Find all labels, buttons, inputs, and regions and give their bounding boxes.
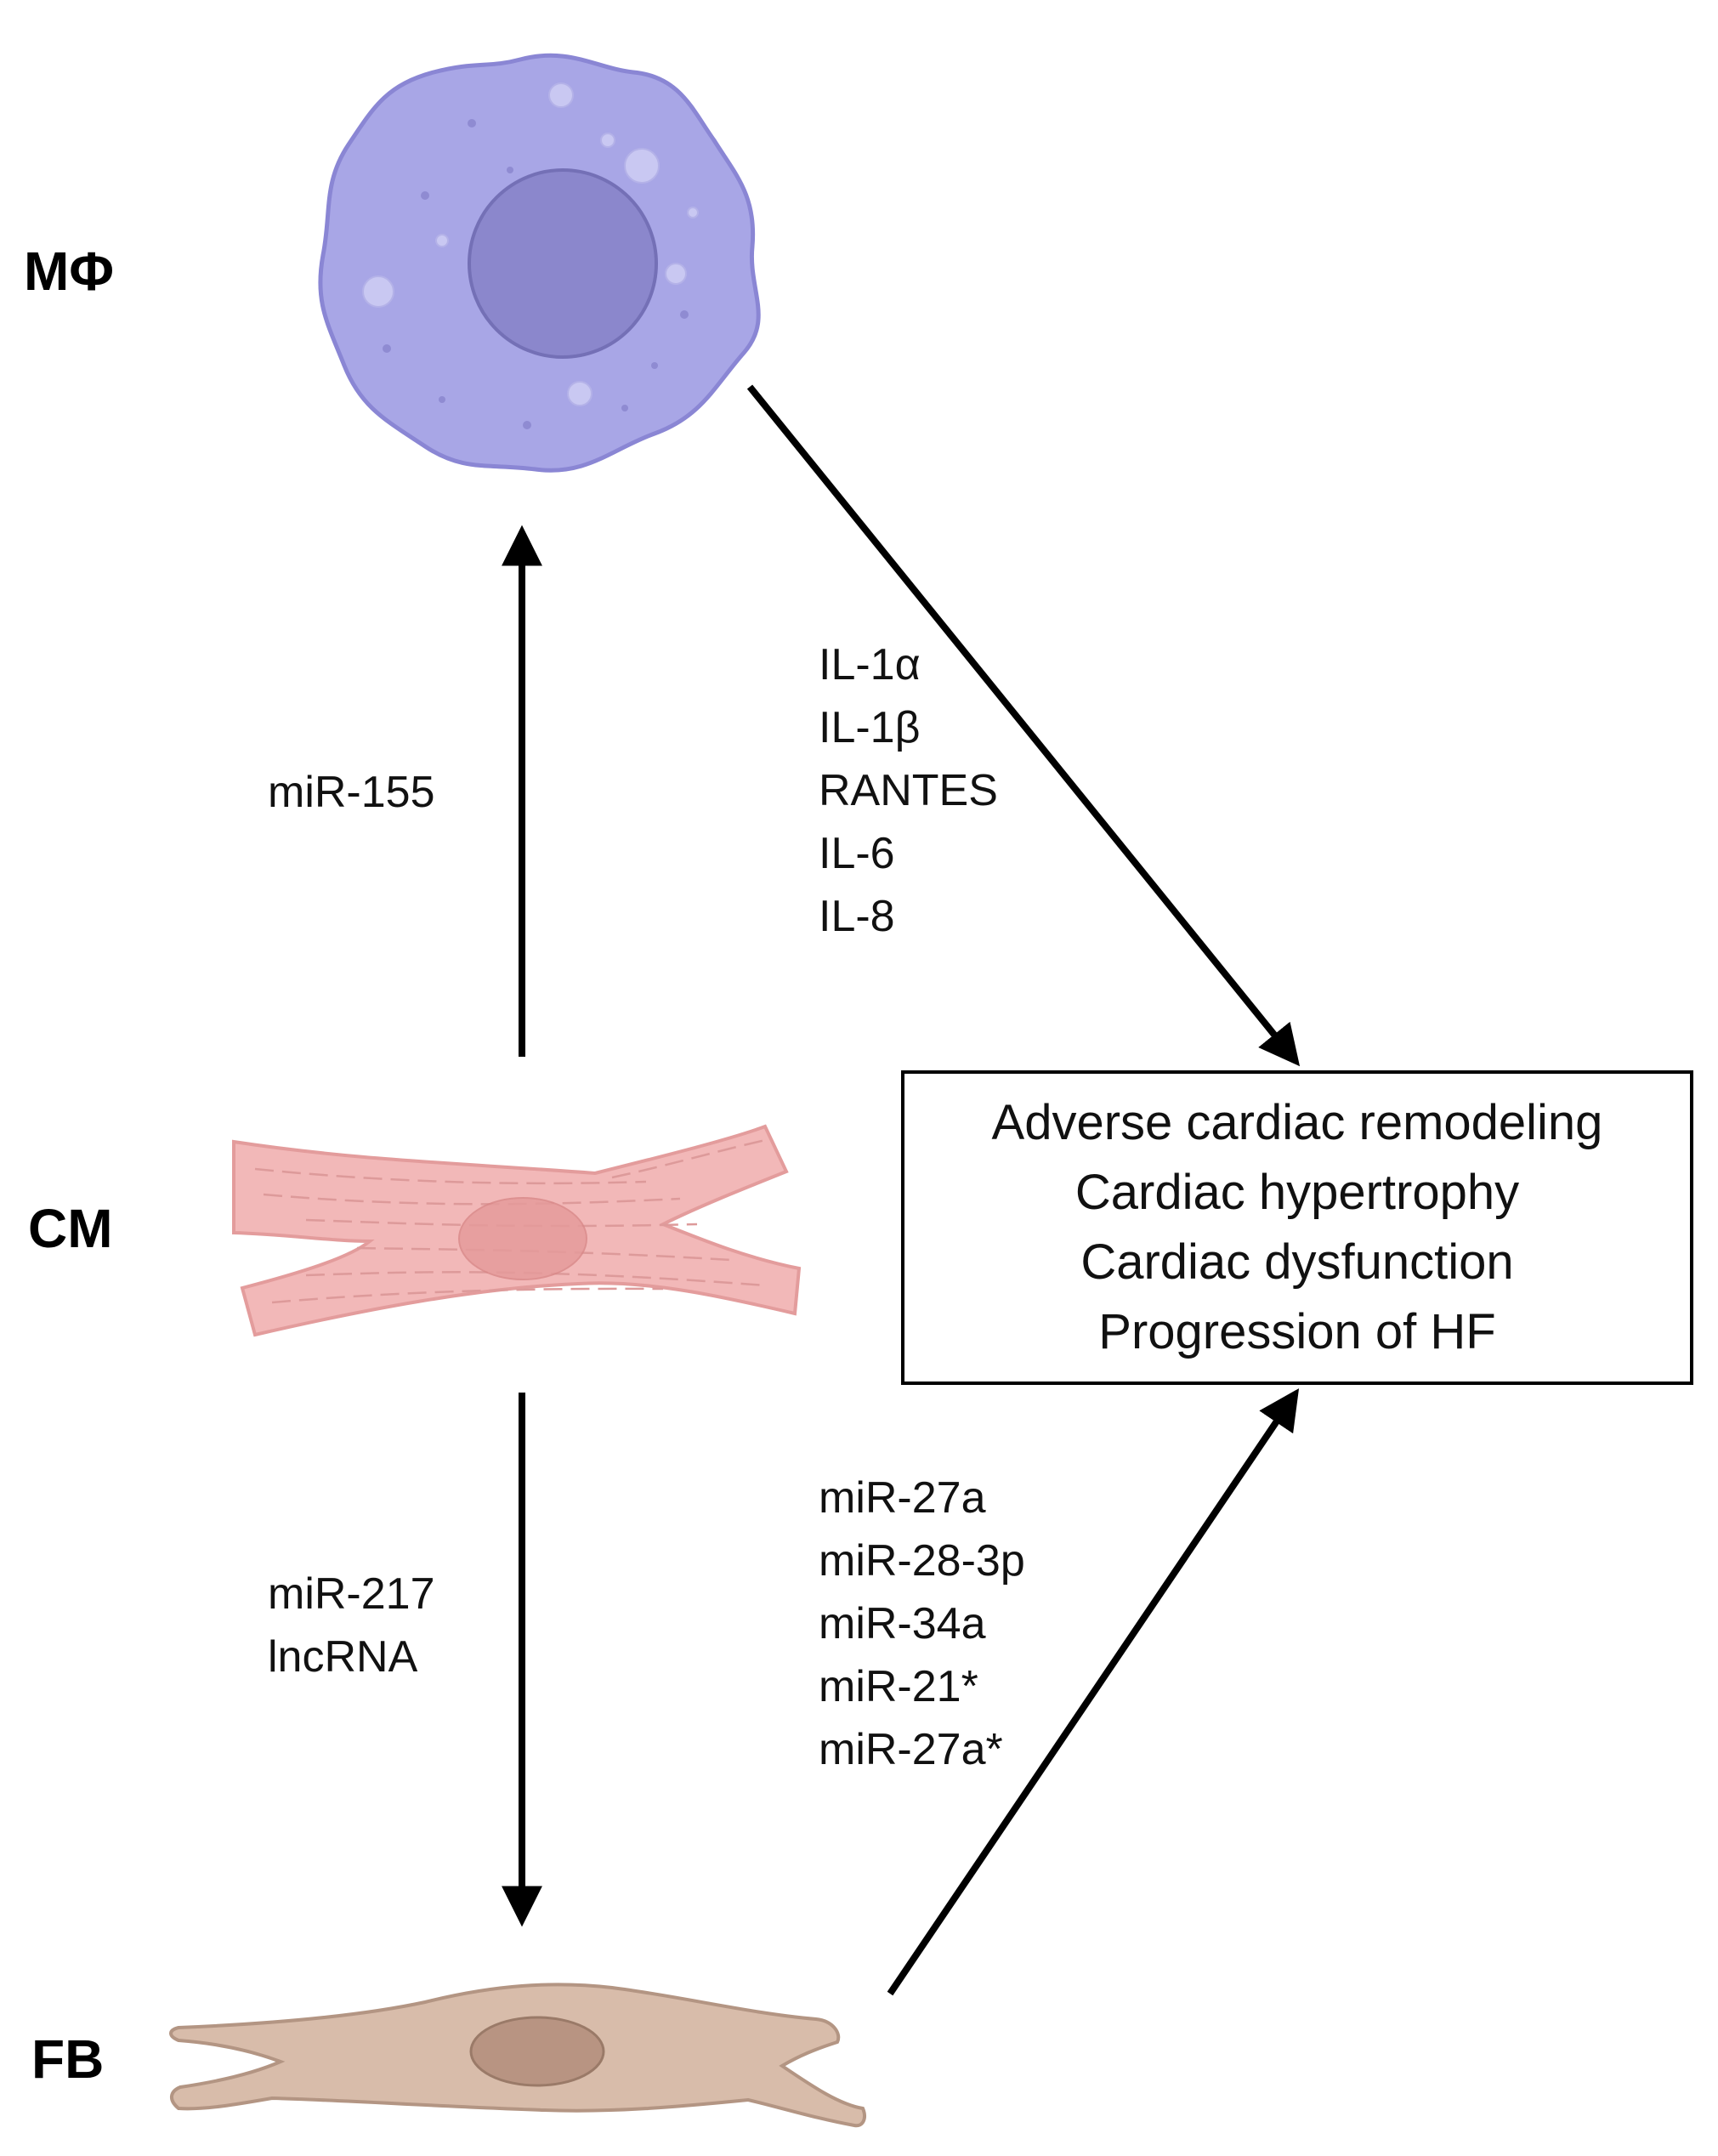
macrophage-vesicles — [362, 82, 699, 406]
cm-to-macrophage-molecules: miR-155 — [268, 761, 435, 824]
macrophage-nucleus — [468, 168, 658, 359]
outcome-line: Cardiac hypertrophy — [1074, 1165, 1520, 1220]
molecule-label: miR-34a — [819, 1599, 986, 1648]
outcome-line: Cardiac dysfunction — [1080, 1234, 1514, 1290]
arrow-macrophage-to-outcome — [746, 384, 1301, 1067]
molecule-label: IL-6 — [819, 829, 895, 878]
cm-to-fibroblast-molecules: miR-217 lncRNA — [268, 1563, 435, 1688]
molecule-label: RANTES — [819, 766, 998, 815]
cardiomyocyte-nucleus — [458, 1197, 587, 1280]
outcome-box: Adverse cardiac remodeling Cardiac hyper… — [901, 1070, 1693, 1385]
molecule-label: IL-1α — [819, 640, 921, 689]
molecule-label: miR-28-3p — [819, 1536, 1025, 1586]
arrow-fibroblast-to-outcome — [887, 1388, 1300, 1996]
molecule-label: IL-1β — [819, 703, 921, 752]
outcome-line: Adverse cardiac remodeling — [991, 1095, 1603, 1150]
molecule-label: miR-27a* — [819, 1725, 1003, 1774]
outcome-line: Progression of HF — [1098, 1304, 1496, 1359]
molecule-label: miR-217 — [268, 1569, 435, 1619]
macrophage-cell — [318, 53, 761, 473]
molecule-label: IL-8 — [819, 892, 895, 941]
cardiomyocyte-label: CM — [28, 1198, 113, 1259]
macrophage-granules — [383, 119, 689, 429]
macrophage-label: MΦ — [24, 241, 114, 302]
molecule-label: miR-21* — [819, 1662, 978, 1711]
cardiomyocyte-cell — [232, 1124, 802, 1337]
macrophage-to-outcome-molecules: IL-1α IL-1β RANTES IL-6 IL-8 — [819, 633, 998, 948]
molecule-label: miR-155 — [268, 768, 435, 817]
fibroblast-to-outcome-molecules: miR-27a miR-28-3p miR-34a miR-21* miR-27… — [819, 1467, 1025, 1781]
molecule-label: miR-27a — [819, 1473, 986, 1523]
molecule-label: lncRNA — [268, 1632, 418, 1682]
fibroblast-nucleus — [469, 2016, 605, 2087]
fibroblast-cell — [169, 1983, 866, 2128]
fibroblast-label: FB — [31, 2028, 105, 2090]
